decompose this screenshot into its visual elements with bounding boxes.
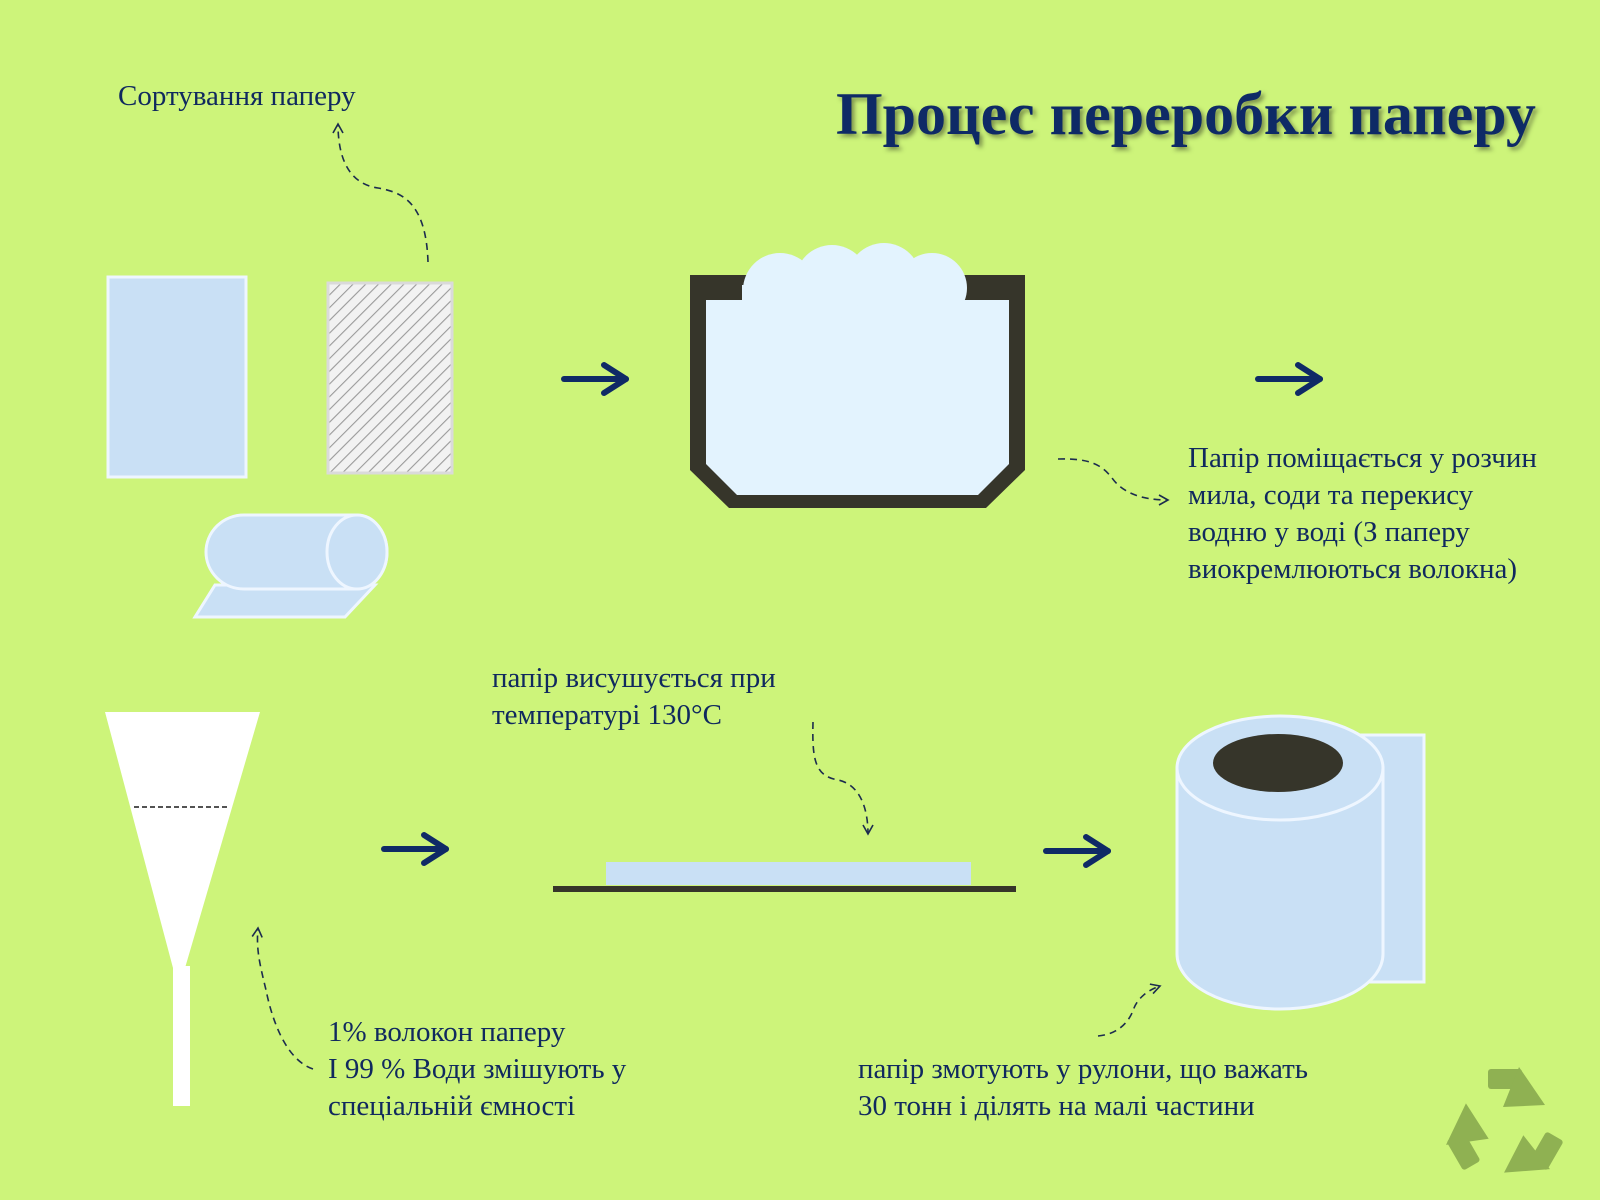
soaking-line: Папір поміщається у розчин xyxy=(1188,442,1537,474)
arrow-right-icon xyxy=(561,362,629,396)
mixing-line: спеціальній ємності xyxy=(328,1090,576,1122)
paper-roll-small xyxy=(192,513,389,619)
rolling-line: 30 тонн і ділять на малі частини xyxy=(858,1090,1255,1122)
rolling-callout-arrow xyxy=(1097,983,1162,1037)
soaking-description: Папір поміщається у розчин мила, соди та… xyxy=(1188,440,1588,588)
soaking-callout-arrow xyxy=(1057,458,1170,506)
page-title: Процес переробки паперу xyxy=(836,81,1536,147)
mixing-line: І 99 % Води змішують у xyxy=(328,1053,627,1085)
sorting-label: Сортування паперу xyxy=(118,80,356,112)
mixing-description: 1% волокон паперу І 99 % Води змішують у… xyxy=(328,1014,688,1125)
paper-roll-large xyxy=(1175,714,1426,1011)
rolling-description: папір змотують у рулони, що важать 30 то… xyxy=(858,1051,1378,1125)
arrow-right-icon xyxy=(381,832,449,866)
drying-line: температурі 130°С xyxy=(492,699,722,731)
sorting-callout-arrow xyxy=(332,122,429,263)
rolling-line: папір змотують у рулони, що важать xyxy=(858,1053,1308,1085)
arrow-right-icon xyxy=(1255,362,1323,396)
drying-description: папір висушується при температурі 130°С xyxy=(492,660,892,734)
soaking-line: виокремлюються волокна) xyxy=(1188,553,1518,585)
paper-sheet-plain xyxy=(106,275,248,479)
mixing-funnel xyxy=(105,712,260,1106)
paper-sheet-hatched xyxy=(326,281,454,475)
arrow-right-icon xyxy=(1043,834,1111,868)
drying-line: папір висушується при xyxy=(492,662,776,694)
soaking-line: мила, соди та перекису xyxy=(1188,479,1474,511)
drying-plate xyxy=(553,862,1016,892)
drying-callout-arrow xyxy=(812,721,874,836)
mixing-callout-arrow xyxy=(251,926,314,1070)
soaking-line: водню у воді (З паперу xyxy=(1188,516,1470,548)
mixing-line: 1% волокон паперу xyxy=(328,1016,566,1048)
soaking-tank xyxy=(690,243,1025,508)
recycle-icon xyxy=(1446,1067,1563,1173)
